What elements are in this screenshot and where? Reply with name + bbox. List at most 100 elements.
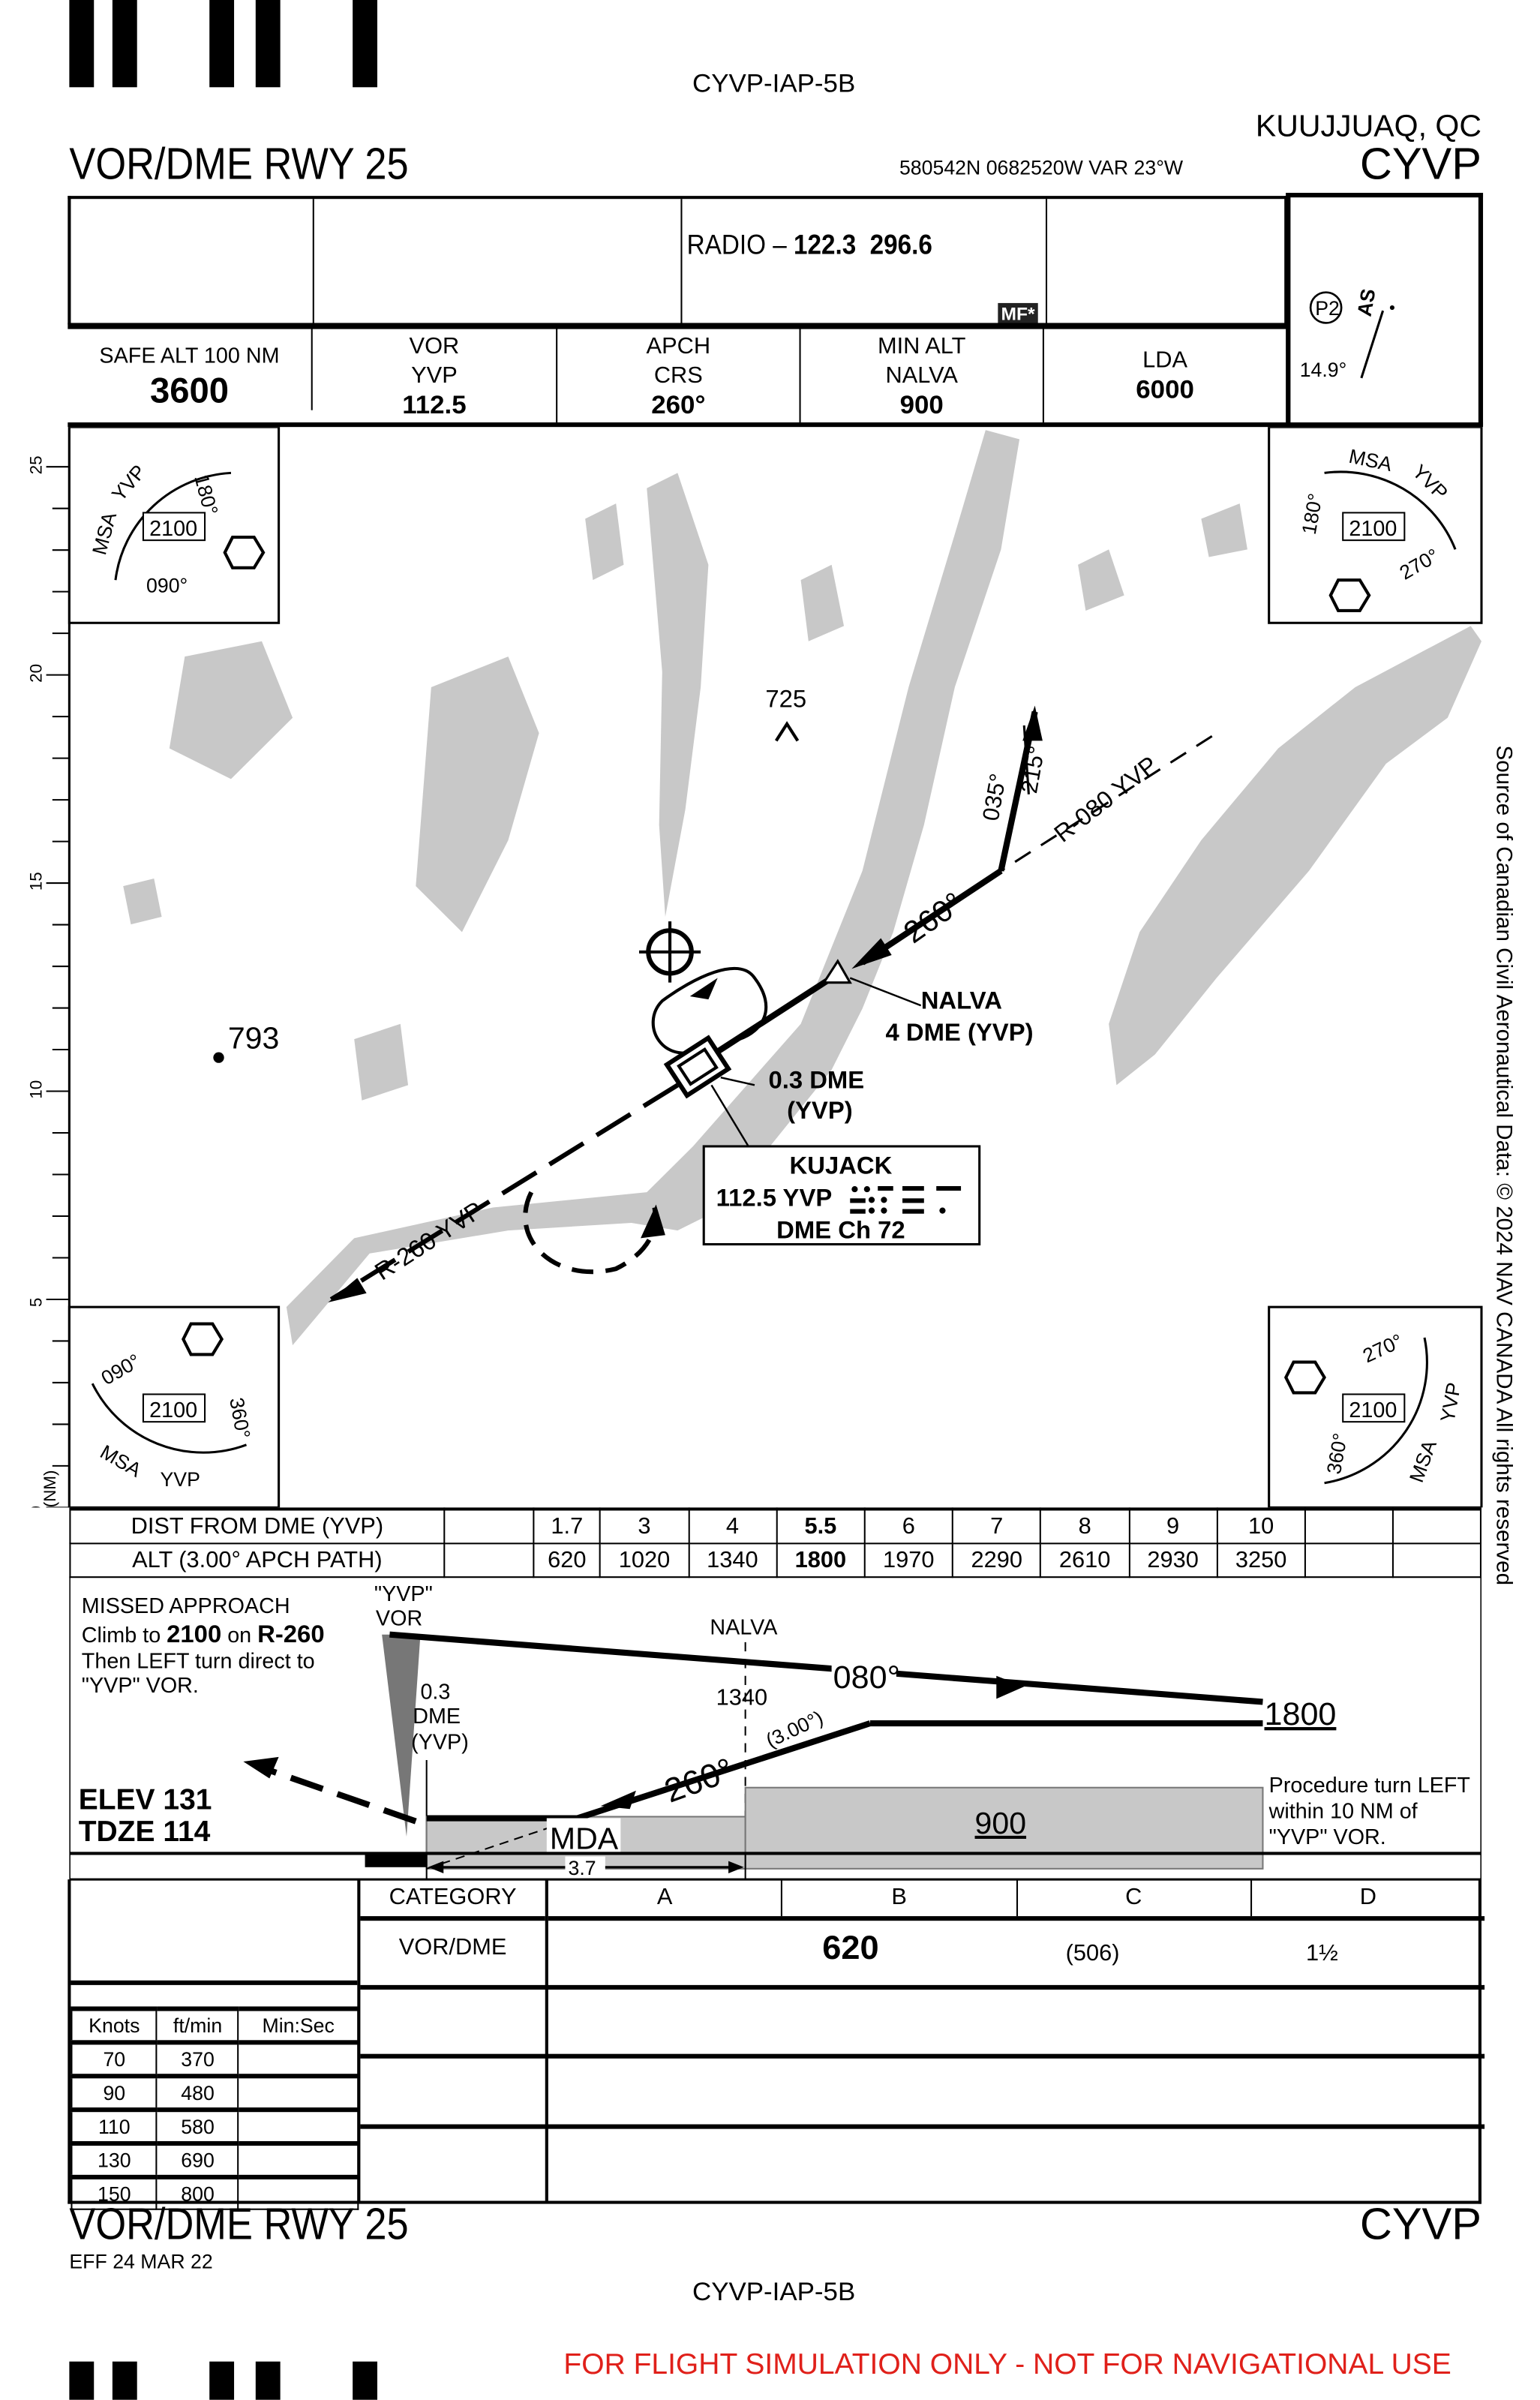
dist-cell: 1.7 (533, 1508, 602, 1545)
arrow-icon (600, 1790, 636, 1810)
scale-label: 0 (26, 1506, 45, 1507)
inbound-crs: 260° (659, 1750, 738, 1810)
runway-angle: 14.9° (1300, 359, 1347, 381)
arrow-icon (641, 1204, 665, 1239)
radio-label: RADIO – (686, 230, 794, 260)
nalva-fix-icon (821, 959, 852, 984)
airport-elevation: ELEV 131 (79, 1783, 212, 1816)
vor-cone (382, 1634, 421, 1837)
dist-cell: 9 (1127, 1508, 1218, 1545)
p2-label: P2 (1315, 297, 1340, 320)
minima-section: CATEGORY A B C D VOR/DME 620 (506) 1½ Kn… (68, 1879, 1485, 2210)
pt-note: "YVP" VOR. (1269, 1825, 1386, 1849)
lda-value: 6000 (1136, 374, 1194, 404)
navaid-name: KUJACK (790, 1152, 893, 1179)
lda-label: LDA (1142, 347, 1188, 374)
procedure-turn-track (389, 1631, 1263, 1705)
category-a: A (548, 1879, 783, 1917)
runway-line (1360, 310, 1385, 379)
registration-mark (112, 0, 137, 88)
airport-id: CYVP (1359, 140, 1481, 190)
mda-label: MDA (550, 1821, 619, 1855)
dist-cell: 8 (1040, 1508, 1130, 1545)
radio-frequency: RADIO – 122.3 296.6 (687, 230, 932, 262)
msa-bearing: 090° (146, 575, 188, 597)
category-c: C (1017, 1879, 1252, 1917)
vor-label: VOR (376, 1607, 422, 1631)
scale-unit: (NM) (41, 1470, 59, 1508)
footer-airport: CYVP (1359, 2200, 1481, 2250)
scale-label: 5 (26, 1298, 45, 1307)
registration-mark (69, 2361, 95, 2400)
pt-note: within 10 NM of (1268, 1800, 1418, 1824)
min-alt-fix: NALVA (885, 362, 958, 389)
hat-value: (506) (1065, 1940, 1120, 1967)
dist-cell: 7 (952, 1508, 1042, 1545)
msa-box-nw: 2100 MSA YVP 090° 180° (68, 427, 281, 624)
terrain-water (123, 430, 1481, 1346)
spot-elevation: 793 (228, 1021, 279, 1056)
inbound-crs-label: 260° (897, 885, 969, 950)
source-credit: Source of Canadian Civil Aeronautical Da… (1487, 745, 1518, 1663)
light-icon (1389, 305, 1394, 311)
touchdown-elevation: TDZE 114 (79, 1816, 211, 1848)
coordinates: 580542N 0682520W VAR 23°W (899, 156, 1184, 179)
dist-cell: 5.5 (776, 1508, 866, 1545)
obstacle-icon (774, 721, 800, 742)
navaid-freq: 112.5 YVP (716, 1184, 833, 1212)
alt-cell: 620 (533, 1542, 602, 1578)
footer-title: VOR/DME RWY 25 (69, 2200, 409, 2250)
msa-alt: 2100 (149, 517, 197, 541)
dist-cell: 3 (599, 1508, 689, 1545)
scale-label: 20 (26, 664, 45, 683)
outbound-crs: 080° (833, 1660, 900, 1696)
navaid-channel: DME Ch 72 (776, 1215, 905, 1243)
missed-approach-path (260, 1765, 417, 1825)
category-label: CATEGORY (389, 1884, 517, 1910)
nalva-label: NALVA (921, 986, 1002, 1014)
comms-box: RADIO – 122.3 296.6 MF* (68, 196, 1288, 328)
vor-label: VOR (409, 333, 460, 360)
arrow-icon (243, 1756, 279, 1779)
alt-cell: 1970 (863, 1542, 954, 1578)
apch-label: APCH (646, 333, 711, 360)
timing-header: Min:Sec (238, 2006, 359, 2044)
registration-mark (112, 2361, 137, 2400)
distance-label: 3.7 (569, 1857, 596, 1879)
vor-icon (1283, 1360, 1326, 1395)
safe-alt-value: 3600 (149, 370, 230, 410)
safe-alt-label: SAFE ALT 100 NM (99, 342, 280, 368)
category-b: B (782, 1879, 1018, 1917)
holding-pattern (651, 966, 768, 1055)
source-text: Source of Canadian Civil Aeronautical Da… (1490, 745, 1516, 1586)
runway-icon (365, 1853, 427, 1867)
msa-fix: YVP (161, 1468, 200, 1491)
msa-box-se: 2100 MSA YVP 360° 270° (1268, 1305, 1483, 1508)
chart-title: VOR/DME RWY 25 (69, 140, 409, 190)
as-label: AS (1352, 287, 1379, 317)
missed-approach-line2: Climb to 2100 on R-260 (82, 1620, 325, 1648)
nalva-label: NALVA (710, 1616, 778, 1640)
missed-approach-track (329, 1083, 679, 1302)
nalva-dme-label: 4 DME (YVP) (885, 1018, 1033, 1046)
min-alt-value: 900 (899, 390, 944, 419)
disclaimer: FOR FLIGHT SIMULATION ONLY - NOT FOR NAV… (563, 2349, 1451, 2382)
navaid-box: KUJACK 112.5 YVP DME Ch 72 (702, 1145, 981, 1246)
pt-inbound-crs: 215° (1016, 744, 1050, 795)
pt-outbound-crs: 035° (977, 771, 1012, 822)
vor-icon (1328, 578, 1371, 612)
registration-mark (69, 0, 95, 88)
msa-alt: 2100 (1349, 517, 1397, 541)
arrow-icon (328, 1278, 367, 1303)
plan-view: 0510152025 (NM) 2100 MSA YVP 090° 180° 2… (26, 427, 1483, 1508)
alt-cell: 1020 (599, 1542, 689, 1578)
